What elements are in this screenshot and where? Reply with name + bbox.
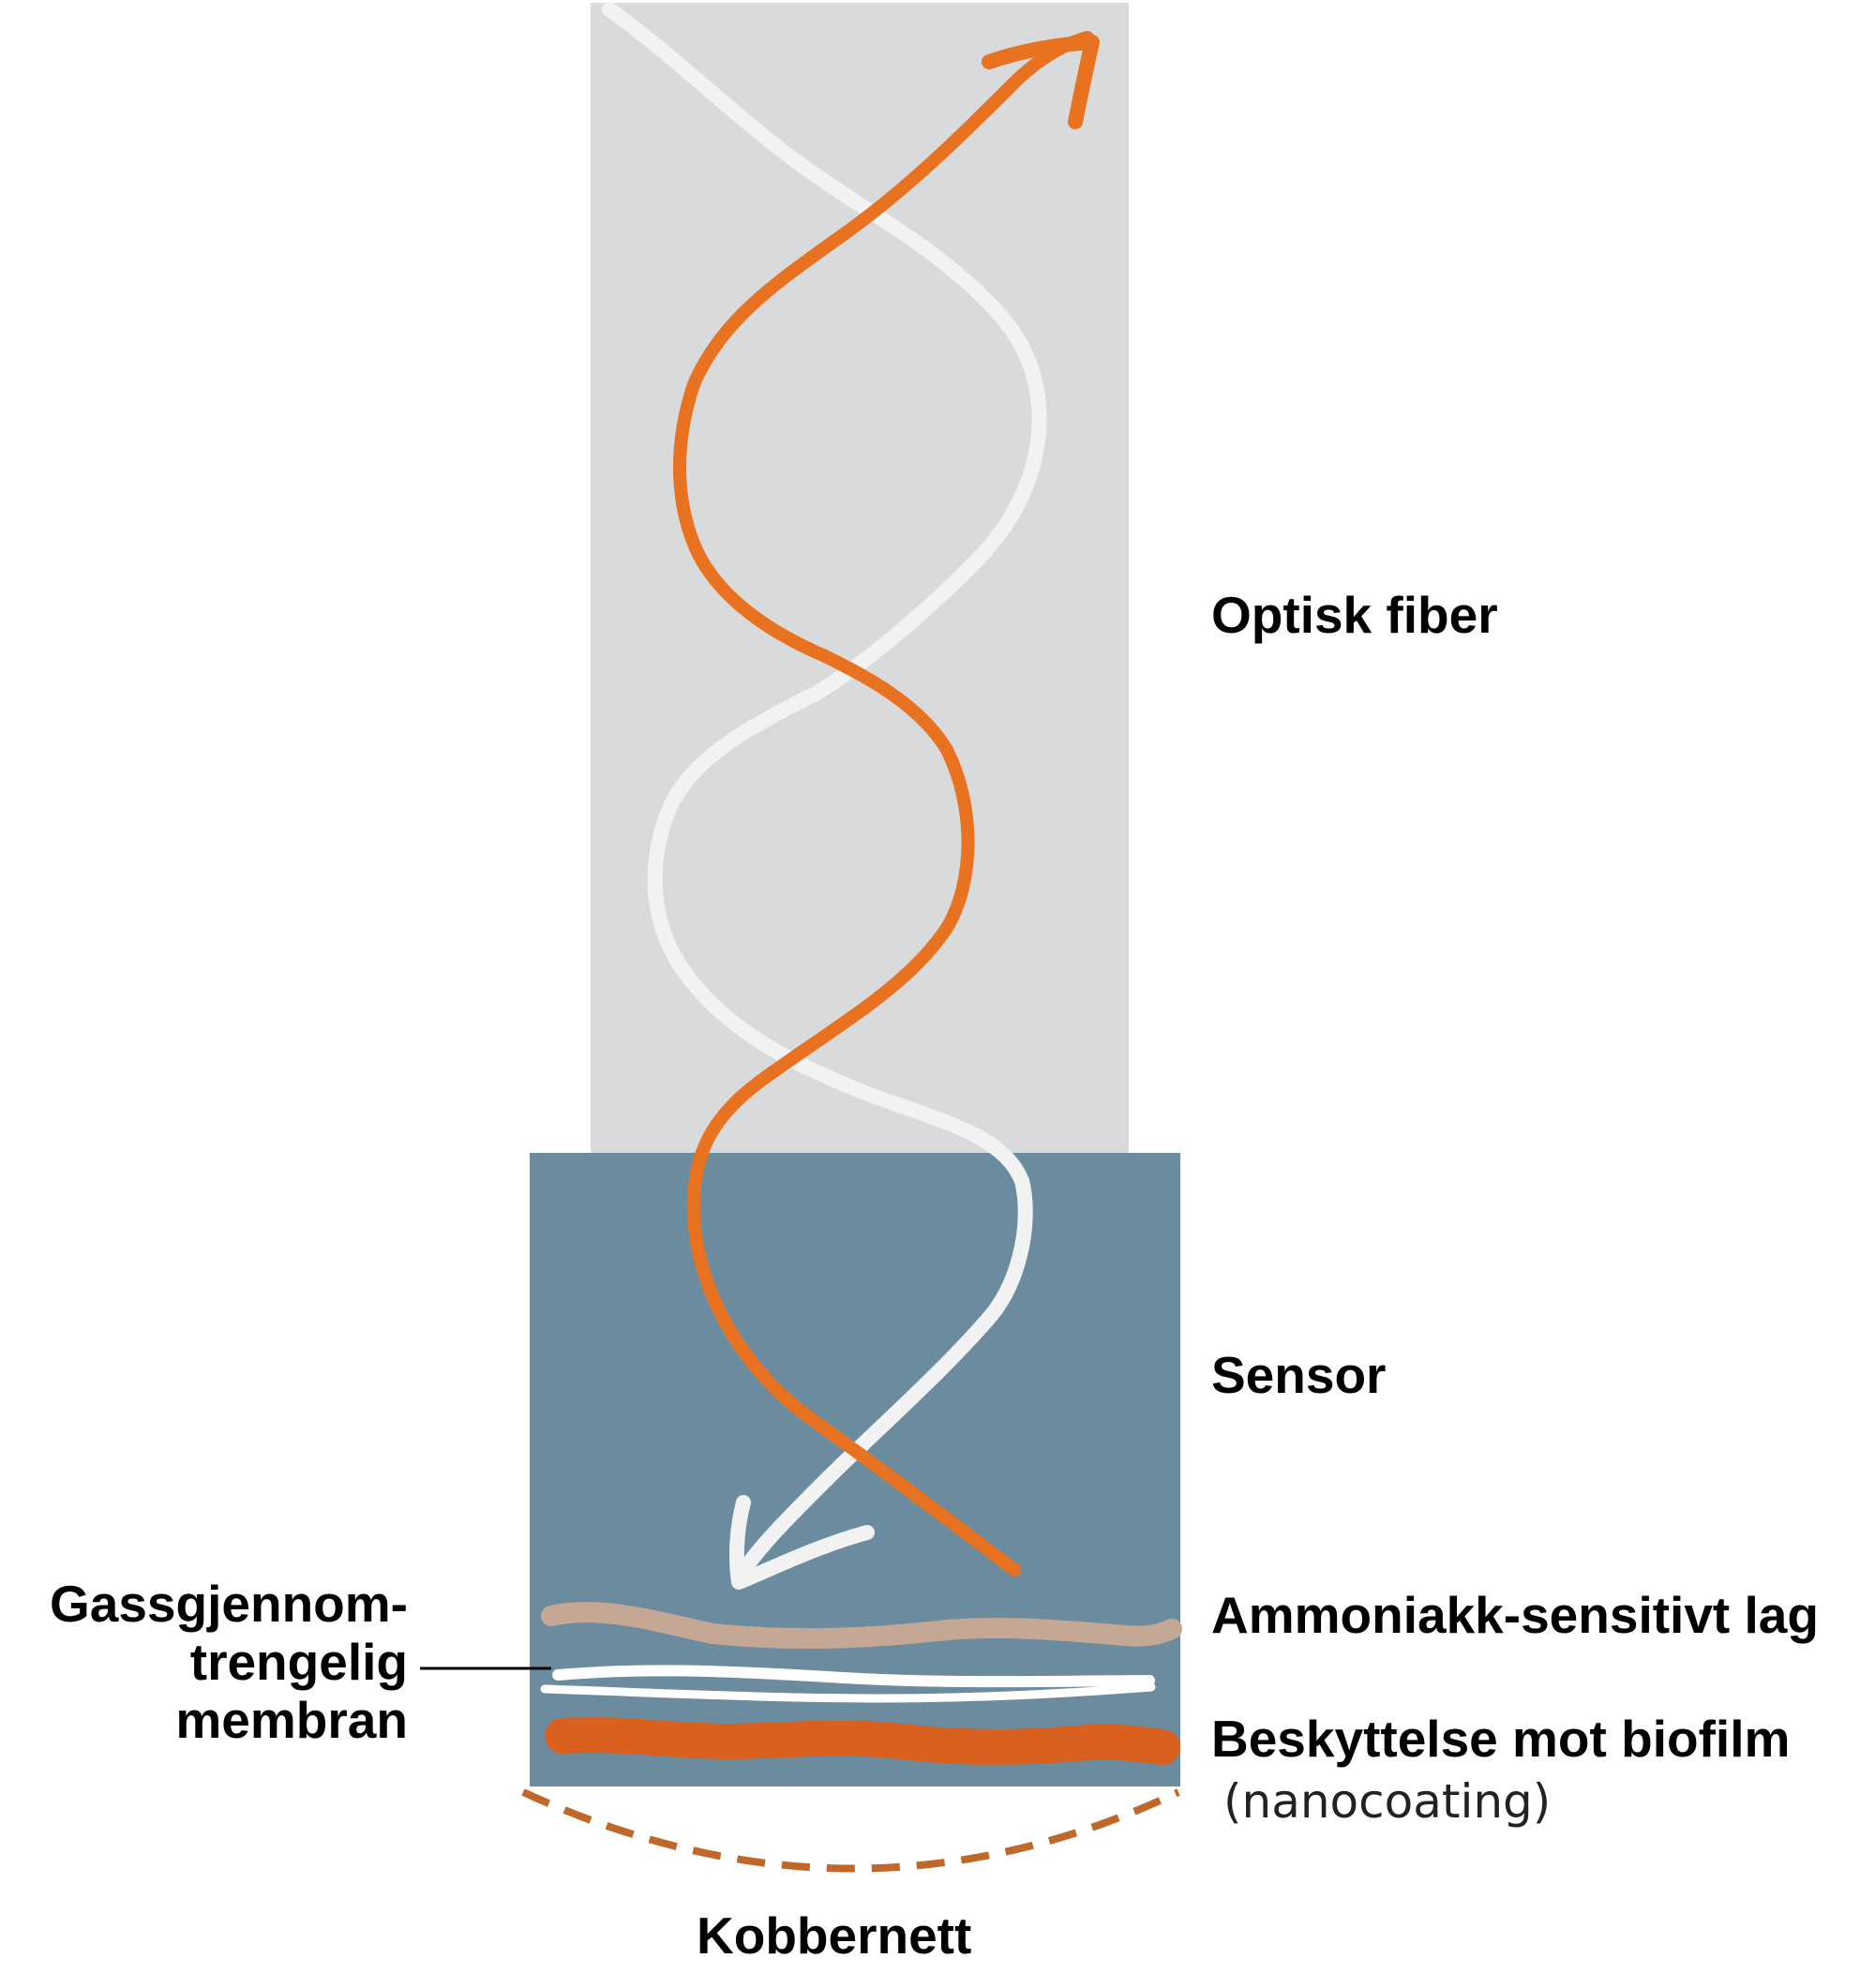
gas-permeable-membrane [552, 1665, 1155, 1688]
optical-fiber [591, 3, 1129, 1156]
label-membrane-line-2: trengelig [189, 1633, 408, 1691]
reflected-light-arrowhead [728, 1495, 875, 1590]
gas-permeable-membrane-line [540, 1682, 1156, 1703]
label-biofilm-note: (nanocoating) [1223, 1774, 1552, 1829]
label-copper-mesh: Kobbernett [697, 1906, 972, 1965]
incident-light-arrowhead [982, 35, 1100, 129]
incident-light-wave [673, 31, 1094, 1577]
label-optical-fiber: Optisk fiber [1211, 586, 1498, 644]
label-sensor: Sensor [1211, 1346, 1387, 1404]
biofilm-protection-layer [545, 1717, 1180, 1765]
label-membrane-line-3: membran [175, 1691, 408, 1749]
ammonia-sensitive-layer [541, 1602, 1182, 1650]
label-membrane-line-1: Gassgjennom- [49, 1575, 408, 1633]
label-gas-permeable-membrane: Gassgjennom- trengelig membran [50, 1575, 408, 1749]
copper-mesh [521, 1788, 1180, 1873]
reflected-light-wave [602, 2, 1047, 1582]
label-ammonia-layer: Ammoniakk-sensitivt lag [1211, 1586, 1819, 1644]
label-biofilm-protection: Beskyttelse mot biofilm [1211, 1710, 1791, 1768]
